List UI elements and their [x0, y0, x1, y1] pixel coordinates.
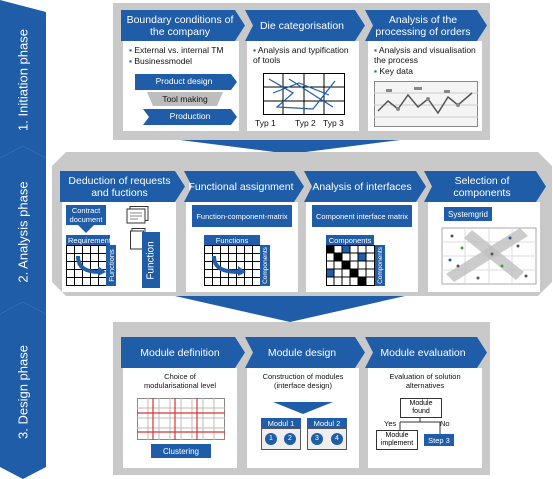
- analysis-step-4-header: Selection of components: [424, 171, 546, 202]
- phase-initiation-label: 1. Initiation phase: [15, 29, 31, 131]
- initiation-step-3-header: Analysis of the processing of orders: [365, 10, 487, 41]
- module-level-text: Choice of modularisational level: [143, 372, 217, 390]
- initiation-step-1-header: Boundary conditions of the company: [121, 10, 245, 41]
- die-type-3: Typ 3: [323, 118, 344, 128]
- interface-design-text: Construction of modules (interface desig…: [262, 372, 344, 390]
- function-component-matrix-label: Function-component-matrix: [192, 205, 292, 227]
- initiation-step-1-card: ▪ External vs. internal TM ▪ Businessmod…: [123, 41, 239, 131]
- module-num-1: 1: [269, 435, 273, 442]
- analysis-step-2-title: Functional assignment: [188, 180, 294, 193]
- initiation-step-3-bullet-2: ▪ Key data: [374, 66, 413, 76]
- mapping-arrow-icon: [212, 255, 246, 276]
- initiation-step-3-bullet-1: ▪ Analysis and visualisation the process: [374, 45, 476, 65]
- module-num-3: 3: [315, 435, 319, 442]
- analysis-step-3-header: Analysis of interfaces: [304, 171, 426, 202]
- analysis-step-3-title: Analysis of interfaces: [312, 180, 412, 193]
- design-step-3-header: Module evaluation: [365, 337, 487, 368]
- initiation-step-2-card: ▪ Analysis and typification of tools Typ…: [247, 41, 359, 131]
- initiation-step-2-title: Die categorisation: [259, 19, 345, 32]
- systemgrid-label: Systemgrid: [444, 207, 492, 221]
- process-chart-image: [374, 81, 478, 127]
- module-found-box: Module found: [400, 398, 442, 418]
- document-icon: [126, 206, 149, 224]
- initiation-step-2-header: Die categorisation: [245, 10, 365, 41]
- design-step-2-card: Construction of modules (interface desig…: [247, 368, 359, 468]
- yes-label: Yes: [384, 419, 397, 428]
- no-label: No: [440, 419, 450, 428]
- functions-side-label: Functions: [106, 245, 116, 286]
- phase-design-shape: [0, 302, 46, 479]
- initiation-step-1-bullet-2: ▪ Businessmodel: [129, 56, 193, 66]
- initiation-step-1-title: Boundary conditions of the company: [126, 13, 234, 38]
- components-top-label: Components: [326, 235, 374, 245]
- module-num-2: 2: [288, 435, 292, 442]
- flow-product-design: Product design: [155, 76, 213, 86]
- transition-arrow-1: [180, 140, 400, 154]
- requirement-label: Requirement: [66, 235, 111, 245]
- analysis-step-2-header: Functional assignment: [184, 171, 304, 202]
- contract-document-box: Contract document: [66, 205, 106, 225]
- design-step-1-card: Choice of modularisational level Cluster…: [123, 368, 237, 468]
- down-triangle-icon: [273, 402, 333, 414]
- component-interface-matrix-label: Component interface matrix: [312, 205, 412, 227]
- clustering-box: Clustering: [151, 444, 211, 458]
- die-type-2: Typ 2: [295, 118, 316, 128]
- initiation-step-2-bullet-1: ▪ Analysis and typification of tools: [253, 45, 349, 65]
- analysis-step-2-card: Function-component-matrix Functions Comp…: [186, 202, 298, 292]
- phase-initiation-shape: [0, 0, 46, 158]
- module-implement-box: Module implement: [376, 430, 418, 450]
- design-step-2-header: Module design: [245, 337, 365, 368]
- components-side-label: Components: [260, 245, 270, 286]
- phase-analysis-label: 2. Analysis phase: [15, 181, 31, 283]
- phase-analysis: 2. Analysis phase: [0, 146, 46, 314]
- analysis-step-1-title: Deduction of requests and fuctions: [68, 174, 171, 199]
- interface-grid: [326, 245, 375, 286]
- initiation-step-1-bullet-1: ▪ External vs. internal TM: [129, 45, 224, 55]
- down-arrow-icon: [78, 225, 94, 233]
- clustering-matrix: [137, 398, 225, 440]
- flow-tool-making: Tool making: [162, 94, 208, 104]
- mapping-arrow-icon: [76, 255, 106, 276]
- design-step-2-title: Module design: [267, 346, 337, 359]
- module-assembly-image: [261, 428, 347, 450]
- flow-production: Production: [169, 111, 211, 121]
- initiation-step-3-card: ▪ Analysis and visualisation the process…: [368, 41, 482, 131]
- systemgrid-plot: [441, 227, 537, 285]
- components-side-label: Components: [375, 245, 385, 286]
- analysis-step-4-title: Selection of components: [453, 174, 511, 199]
- step-3-box: Step 3: [424, 434, 454, 446]
- functions-top-label: Functions: [204, 235, 260, 245]
- modul-2-label: Modul 2: [307, 418, 347, 428]
- design-step-1-title: Module definition: [140, 346, 220, 359]
- document-stack-icon: [130, 228, 146, 250]
- flow-tool-making-shape: [147, 92, 223, 106]
- transition-arrow-2: [175, 296, 405, 322]
- modul-1-label: Modul 1: [261, 418, 301, 428]
- phase-design: 3. Design phase: [0, 302, 46, 479]
- die-category-grid: [263, 73, 345, 115]
- flow-production-shape: [143, 109, 237, 125]
- analysis-step-4-card: Systemgrid: [428, 202, 540, 292]
- analysis-step-1-header: Deduction of requests and fuctions: [60, 171, 185, 202]
- analysis-step-3-card: Component interface matrix Components Co…: [306, 202, 418, 292]
- function-big-box: Function: [142, 232, 160, 288]
- evaluation-text: Evaluation of solution alternatives: [389, 372, 461, 390]
- design-step-3-card: Evaluation of solution alternatives Modu…: [368, 368, 482, 468]
- analysis-step-1-card: Contract document Requirement Functions …: [62, 202, 176, 292]
- requirement-grid: [66, 245, 107, 286]
- module-num-4: 4: [335, 435, 339, 442]
- die-type-1: Typ 1: [255, 118, 276, 128]
- design-step-1-header: Module definition: [121, 337, 245, 368]
- initiation-step-3-title: Analysis of the processing of orders: [375, 13, 471, 38]
- flow-product-design-shape: [135, 74, 237, 90]
- phase-analysis-shape: [0, 146, 46, 314]
- design-step-3-title: Module evaluation: [380, 346, 466, 359]
- phase-initiation: 1. Initiation phase: [0, 0, 46, 158]
- phase-design-label: 3. Design phase: [15, 345, 31, 439]
